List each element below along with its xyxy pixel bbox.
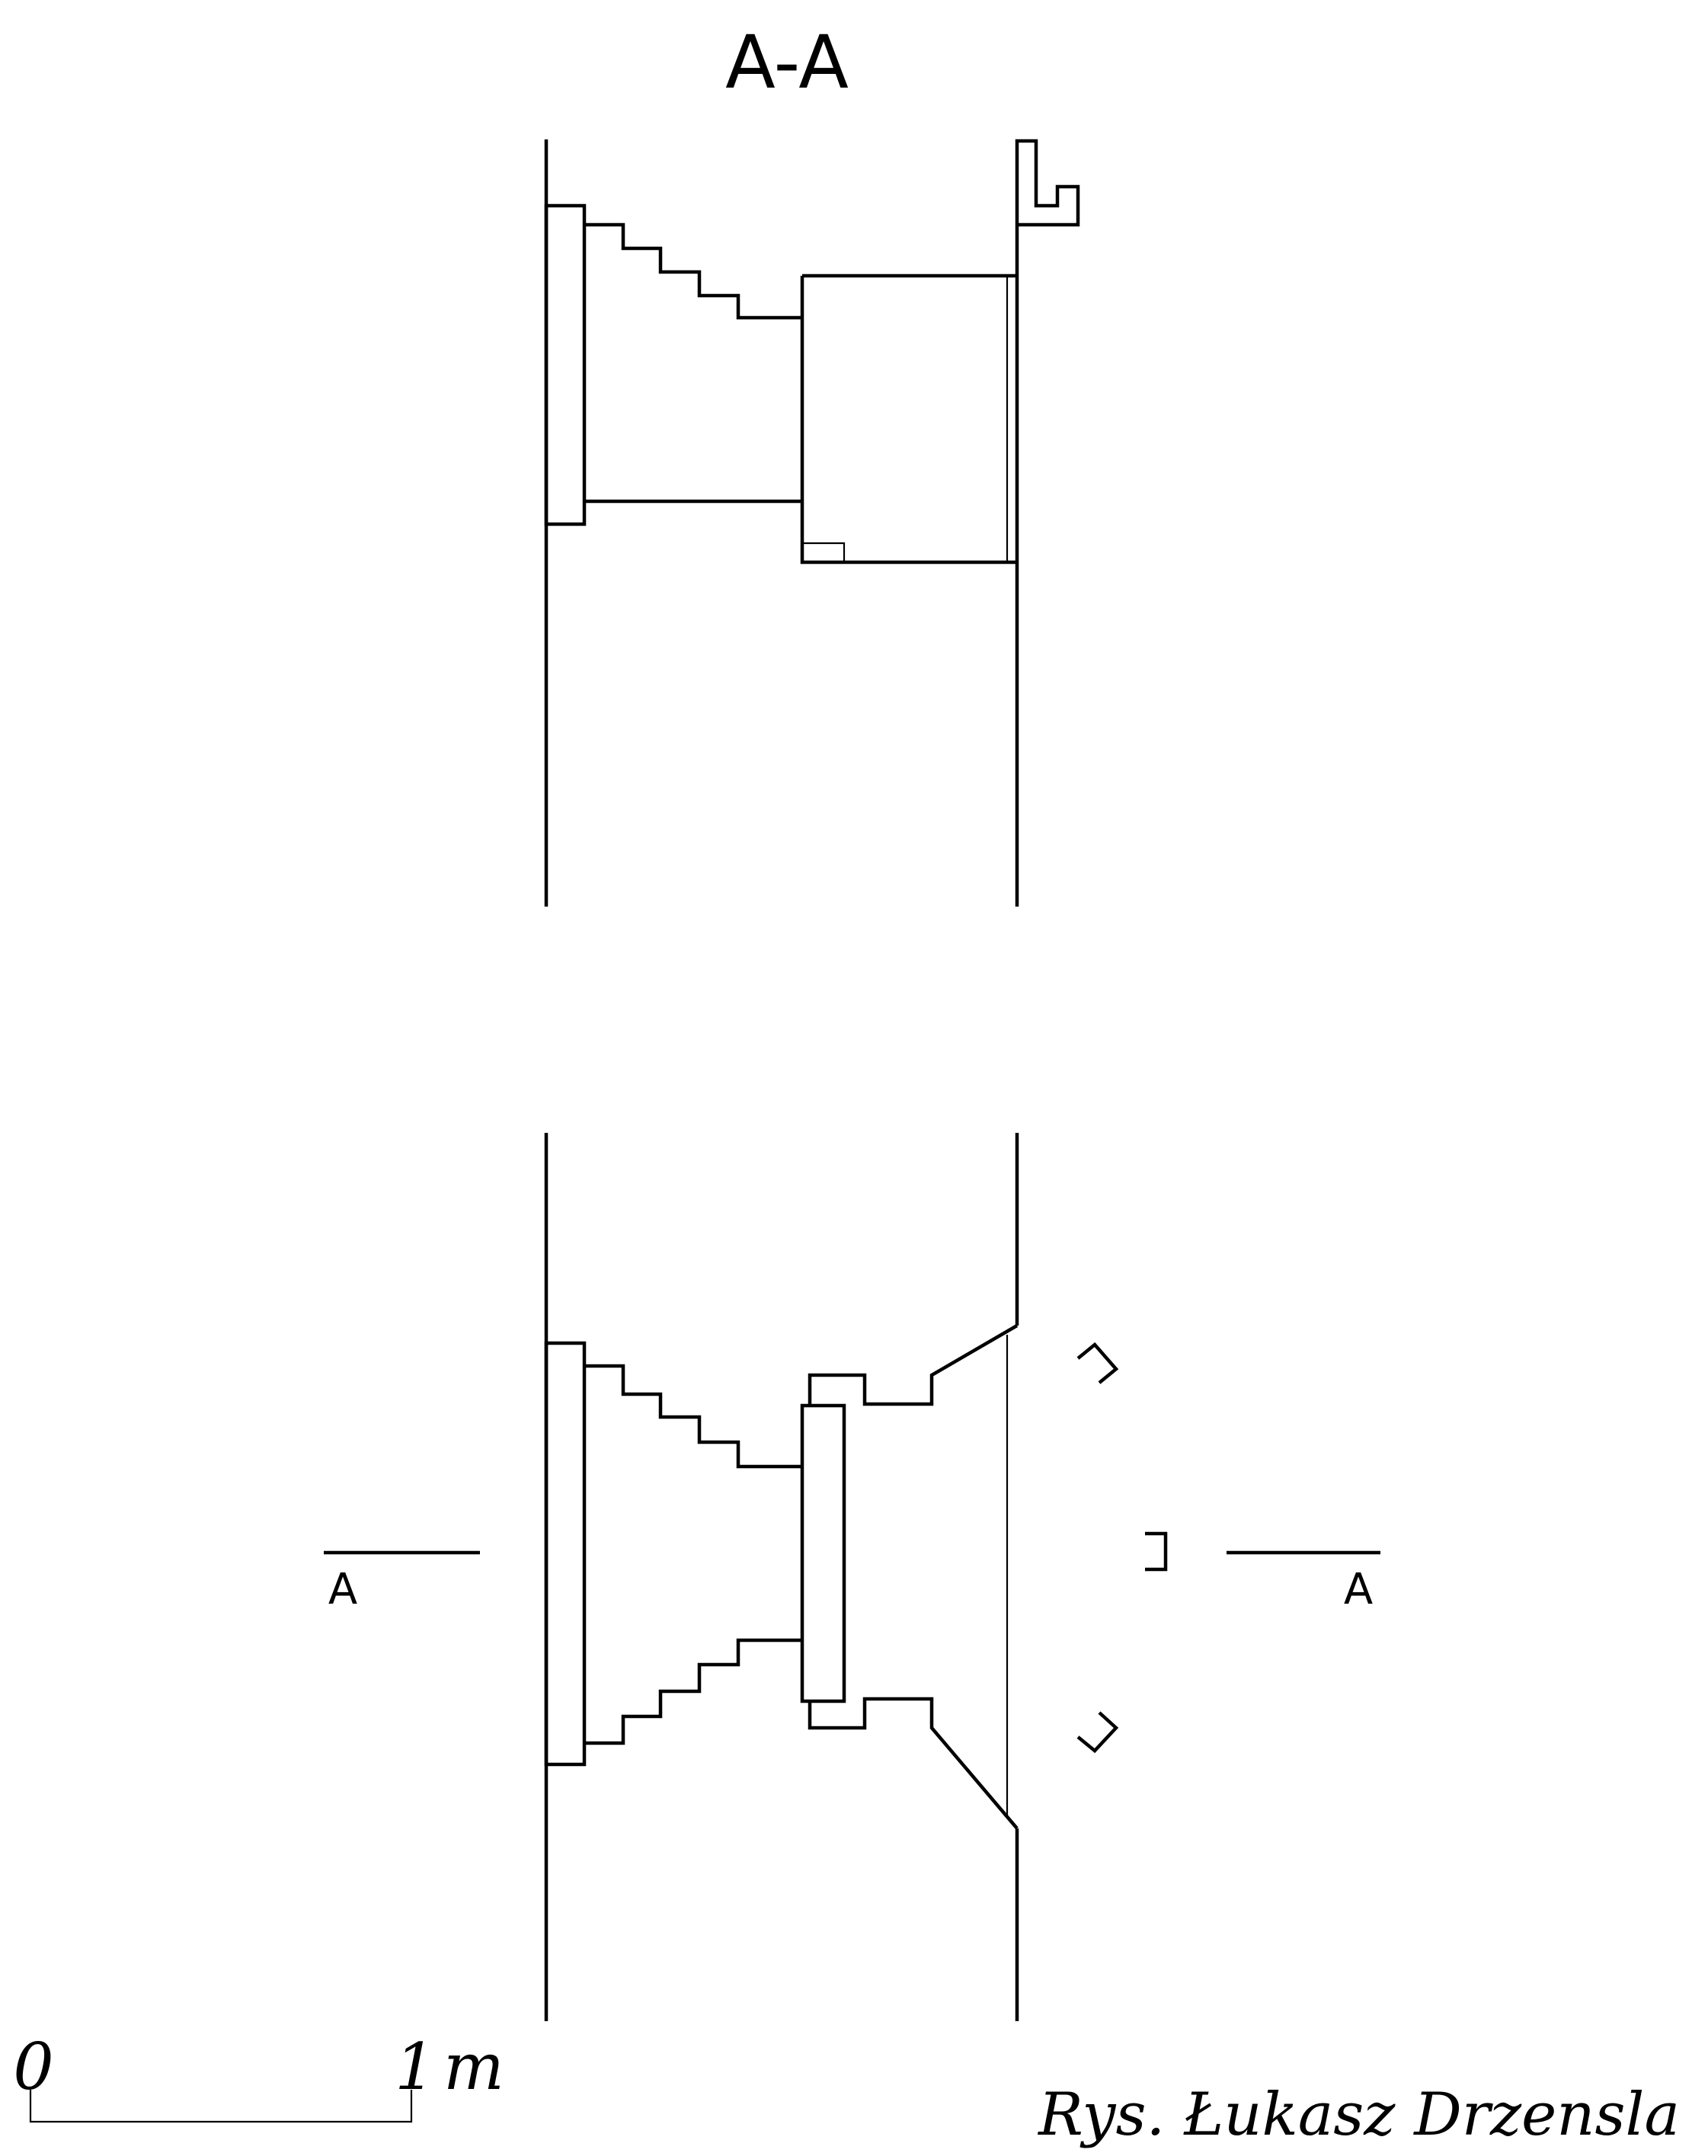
plan-outer-reveal-top bbox=[808, 1324, 1019, 1406]
drawing-credit: Rys. Łukasz Drzensla bbox=[1037, 2081, 1680, 2149]
plan-mark-top bbox=[1076, 1342, 1119, 1384]
section-marker-left-label: A bbox=[328, 1565, 357, 1614]
scale-unit-label: m bbox=[443, 2030, 504, 2104]
section-marker-right-label: A bbox=[1344, 1565, 1373, 1614]
plan-mark-middle bbox=[1145, 1531, 1168, 1572]
plan-view bbox=[544, 1133, 1168, 2021]
section-view bbox=[544, 139, 1080, 907]
plan-outer-reveal-bottom bbox=[808, 1697, 1019, 1830]
plan-stepped-splay-top bbox=[584, 1364, 802, 1469]
scale-bar bbox=[29, 2090, 413, 2123]
plan-window-frame bbox=[800, 1403, 846, 1703]
section-sill-detail bbox=[802, 542, 846, 562]
plan-stepped-splay-bottom bbox=[584, 1638, 802, 1745]
plan-left-frame bbox=[544, 1341, 587, 1767]
section-stepped-splay bbox=[584, 222, 802, 320]
plan-mark-bottom bbox=[1076, 1711, 1119, 1754]
section-top-bracket bbox=[1015, 139, 1080, 270]
section-title: A-A bbox=[725, 20, 849, 105]
section-window-block bbox=[800, 273, 1017, 565]
scale-start-label: 0 bbox=[13, 2030, 53, 2104]
section-left-frame bbox=[544, 203, 587, 526]
scale-end-label: 1 bbox=[395, 2030, 435, 2104]
